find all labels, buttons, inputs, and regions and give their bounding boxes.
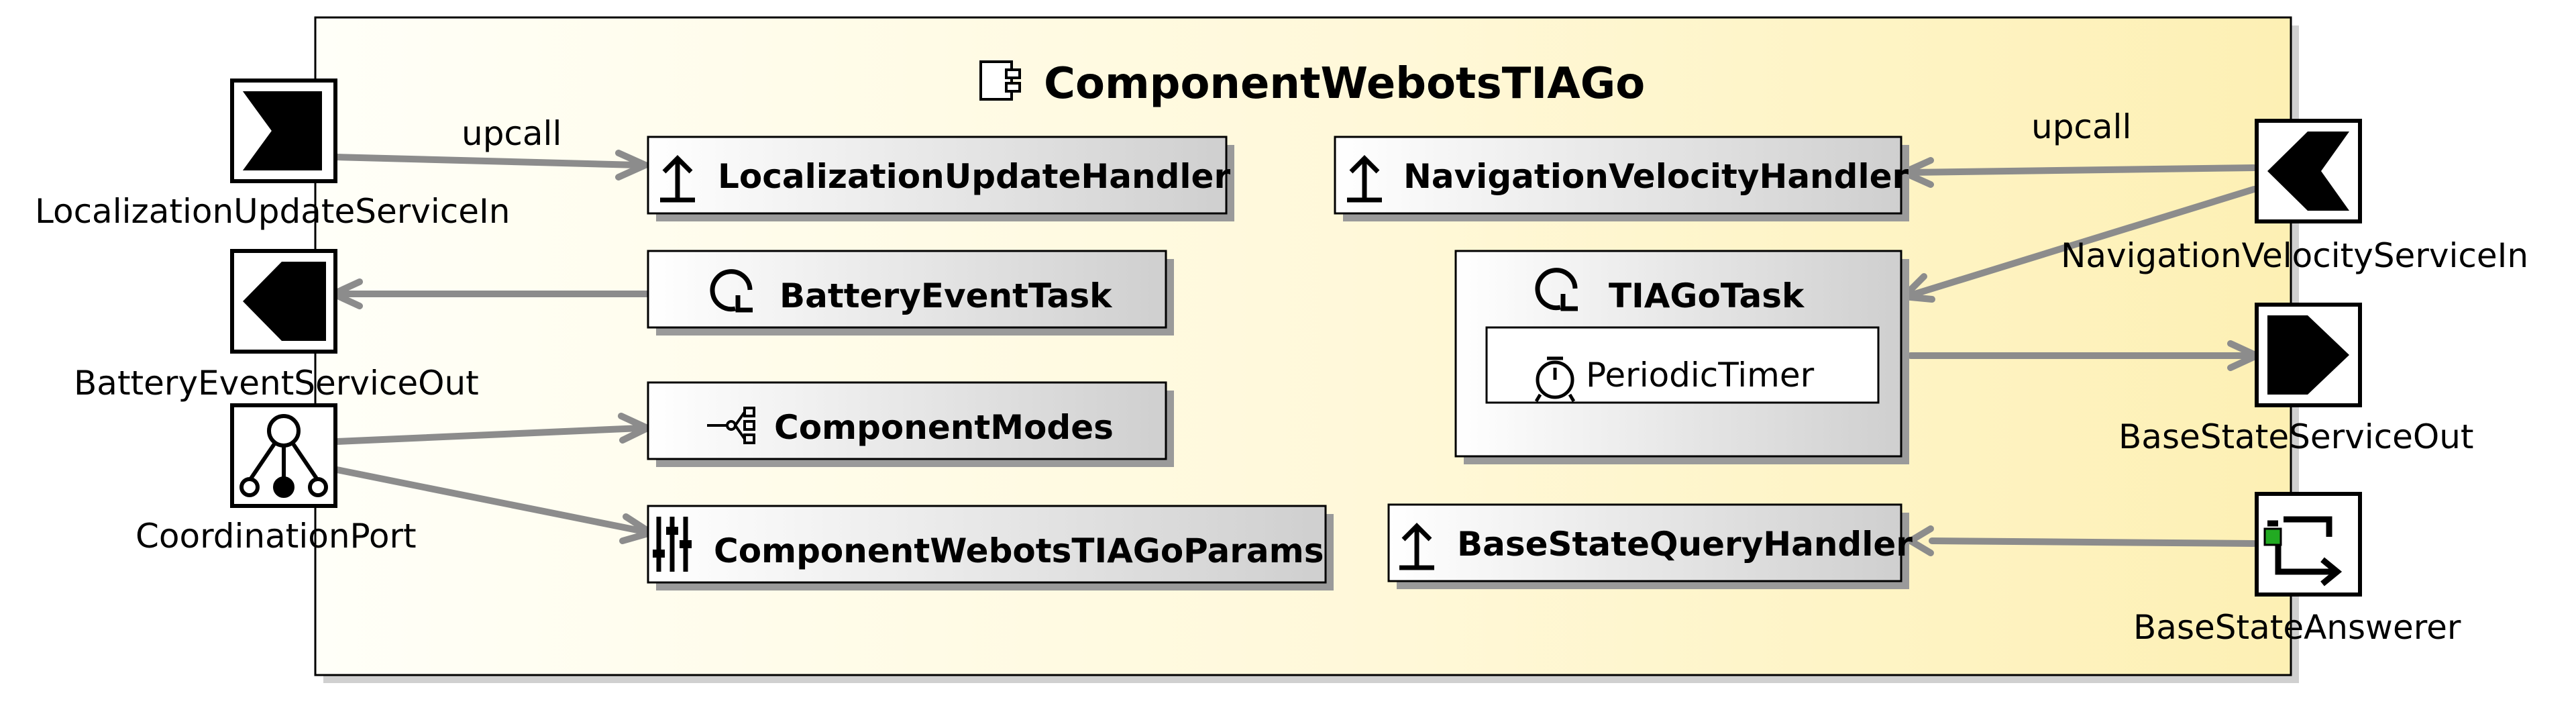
- handler-localization-update-label: LocalizationUpdateHandler: [718, 157, 1230, 196]
- output-port-icon: [2267, 315, 2349, 395]
- connectors: [325, 150, 2265, 556]
- timer-periodic-label: PeriodicTimer: [1586, 356, 1815, 395]
- task-battery-event-label: BatteryEventTask: [780, 276, 1113, 315]
- component-title-group: ComponentWebotsTIAGo: [979, 59, 1645, 109]
- params-icon: [653, 517, 692, 572]
- timer-icon: [1534, 356, 1576, 403]
- port-basestate-answerer[interactable]: [2255, 492, 2362, 597]
- handler-icon: [660, 155, 695, 203]
- handler-basestate-query[interactable]: BaseStateQueryHandler: [1387, 503, 1913, 589]
- port-battery-out[interactable]: [230, 249, 337, 354]
- port-localization-in-label: LocalizationUpdateServiceIn: [35, 192, 510, 231]
- task-battery-event[interactable]: BatteryEventTask: [647, 250, 1174, 336]
- component-modes-label: ComponentModes: [774, 408, 1114, 447]
- connector-localization-upcall[interactable]: [332, 150, 654, 181]
- upcall-label-right: upcall: [2031, 107, 2131, 146]
- coordination-port-icon: [239, 414, 328, 498]
- component-icon: [979, 60, 1021, 101]
- handler-basestate-query-label: BaseStateQueryHandler: [1457, 525, 1913, 564]
- component-params-label: ComponentWebotsTIAGoParams: [714, 531, 1324, 570]
- port-basestate-out-label: BaseStateServiceOut: [2118, 417, 2474, 456]
- task-tiago-label: TIAGoTask: [1609, 276, 1805, 315]
- port-basestate-answerer-label: BaseStateAnswerer: [2133, 608, 2461, 647]
- port-coordination[interactable]: [230, 403, 337, 508]
- component-params[interactable]: ComponentWebotsTIAGoParams: [647, 505, 1334, 590]
- task-icon: [710, 269, 753, 313]
- handler-navigation-velocity-label: NavigationVelocityHandler: [1403, 157, 1909, 196]
- port-battery-out-label: BatteryEventServiceOut: [74, 364, 479, 403]
- port-coordination-label: CoordinationPort: [136, 517, 417, 556]
- component-title: ComponentWebotsTIAGo: [1044, 59, 1645, 109]
- component-modes[interactable]: ComponentModes: [647, 381, 1174, 467]
- port-localization-in[interactable]: [230, 79, 337, 183]
- input-port-icon: [2267, 132, 2349, 211]
- modes-icon: [707, 407, 755, 444]
- output-port-icon: [243, 262, 326, 341]
- handler-navigation-velocity[interactable]: NavigationVelocityHandler: [1334, 136, 1909, 221]
- answerer-indicator-icon: [2263, 527, 2282, 546]
- task-icon: [1535, 268, 1578, 311]
- port-navigation-in[interactable]: [2255, 119, 2362, 223]
- timer-periodic[interactable]: PeriodicTimer: [1485, 326, 1880, 404]
- port-basestate-out[interactable]: [2255, 303, 2362, 407]
- upcall-label-left: upcall: [462, 114, 561, 153]
- port-navigation-in-label: NavigationVelocityServiceIn: [2061, 236, 2528, 275]
- connector-basestate-query[interactable]: [1904, 525, 2257, 556]
- handler-localization-update[interactable]: LocalizationUpdateHandler: [647, 136, 1234, 221]
- handler-icon: [1399, 523, 1434, 570]
- task-tiago[interactable]: TIAGoTask PeriodicTimer: [1454, 250, 1909, 464]
- handler-icon: [1347, 155, 1382, 203]
